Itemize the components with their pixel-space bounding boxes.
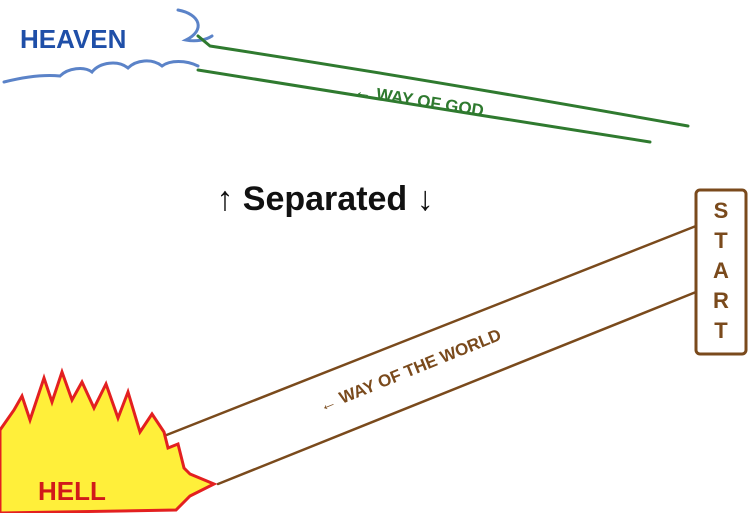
hell-label: HELL [38,476,106,506]
start-letter: R [713,288,729,313]
heaven-group: HEAVEN [2,8,214,84]
way-of-world-road: ← WAY OF THE WORLD [162,224,698,486]
heaven-cloud-top [176,8,214,43]
heaven-cloud [2,59,200,84]
way-of-god-road: ← WAY OF GOD [196,34,690,144]
start-sign-box [694,188,748,356]
separated-caption: ↑ Separated ↓ [216,180,434,218]
heaven-label: HEAVEN [20,24,126,54]
start-letter: S [714,198,729,223]
way-of-world-upper-line [162,224,698,438]
way-of-world-lower-line [216,290,698,486]
way-of-god-lower-line [196,68,652,144]
start-letter: A [713,258,729,283]
start-sign: S T A R T [694,188,748,356]
way-of-god-upper-line [196,34,690,128]
start-letter: T [714,318,728,343]
hell-flames [0,367,218,513]
start-letter: T [714,228,728,253]
hell-group: HELL [0,367,218,513]
